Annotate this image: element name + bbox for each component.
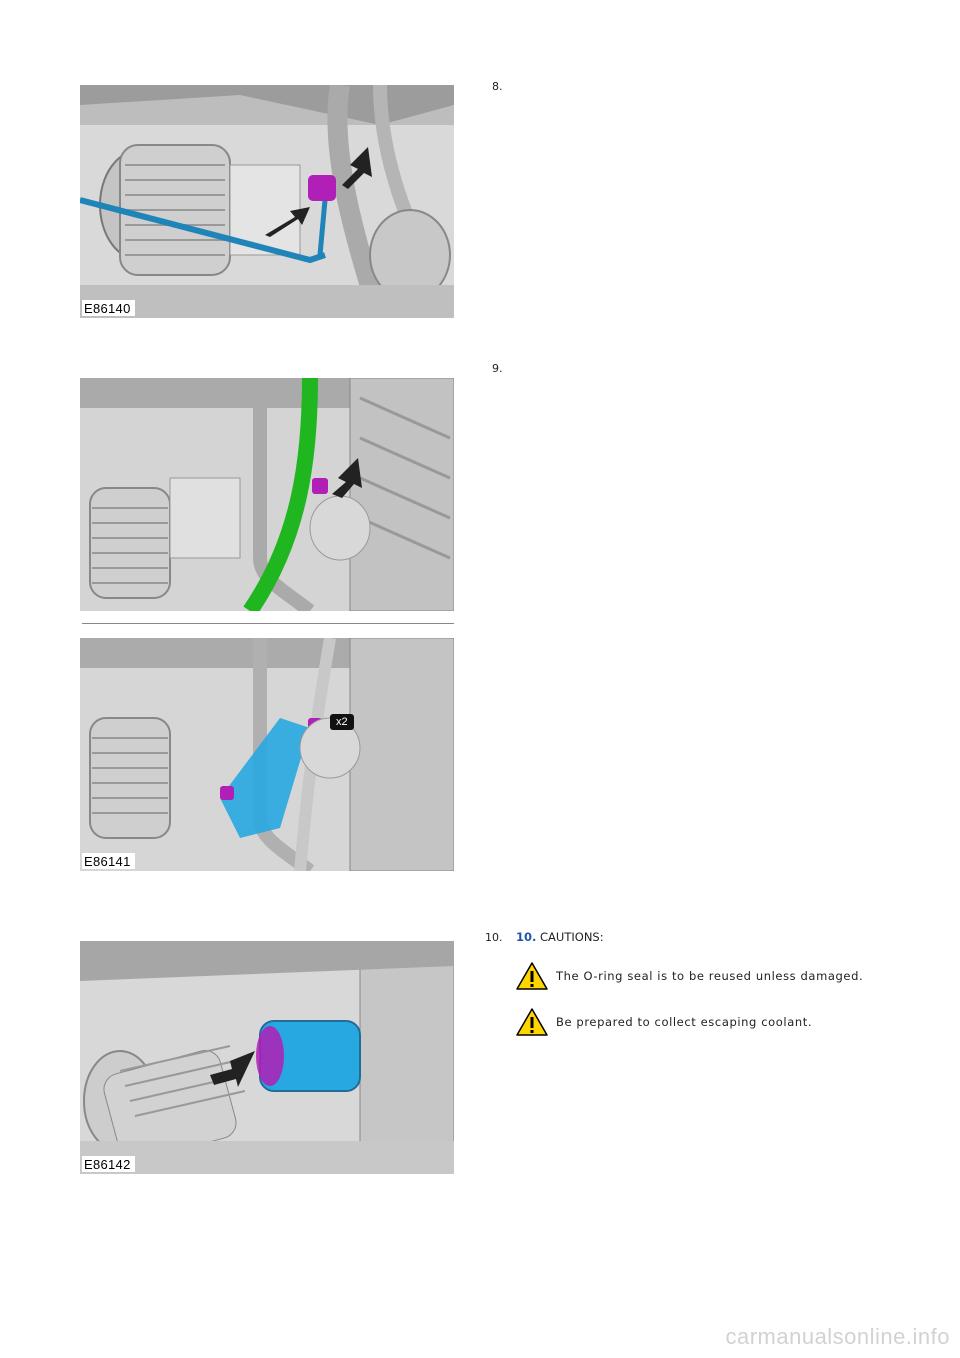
figure-e86140: E86140 — [80, 85, 454, 318]
step-number: 10. — [485, 931, 503, 944]
step-number: 9. — [492, 362, 503, 375]
figure-label: E86140 — [82, 300, 135, 316]
engine-illustration — [80, 638, 454, 871]
figure-label: E86141 — [82, 853, 135, 869]
figure-divider — [82, 623, 454, 624]
step-number: 8. — [492, 80, 503, 93]
figure-e86141-a — [80, 378, 454, 611]
figure-e86141-b: x2 E86141 — [80, 638, 454, 871]
step-title-number: 10. — [516, 930, 537, 944]
watermark: carmanualsonline.info — [725, 1324, 950, 1349]
step-title-text: CAUTIONS: — [536, 930, 604, 944]
figure-label: E86142 — [82, 1156, 135, 1172]
engine-illustration — [80, 941, 454, 1174]
engine-illustration — [80, 378, 454, 611]
figure-e86142: E86142 — [80, 941, 454, 1174]
step-title: 10. CAUTIONS: — [516, 930, 604, 944]
engine-illustration — [80, 85, 454, 318]
warning-icon — [516, 1008, 548, 1036]
caution-item: The O-ring seal is to be reused unless d… — [516, 962, 863, 990]
caution-text: The O-ring seal is to be reused unless d… — [556, 969, 864, 983]
warning-icon — [516, 962, 548, 990]
caution-text: Be prepared to collect escaping coolant. — [556, 1015, 813, 1029]
x2-callout: x2 — [330, 714, 354, 730]
caution-item: Be prepared to collect escaping coolant. — [516, 1008, 812, 1036]
